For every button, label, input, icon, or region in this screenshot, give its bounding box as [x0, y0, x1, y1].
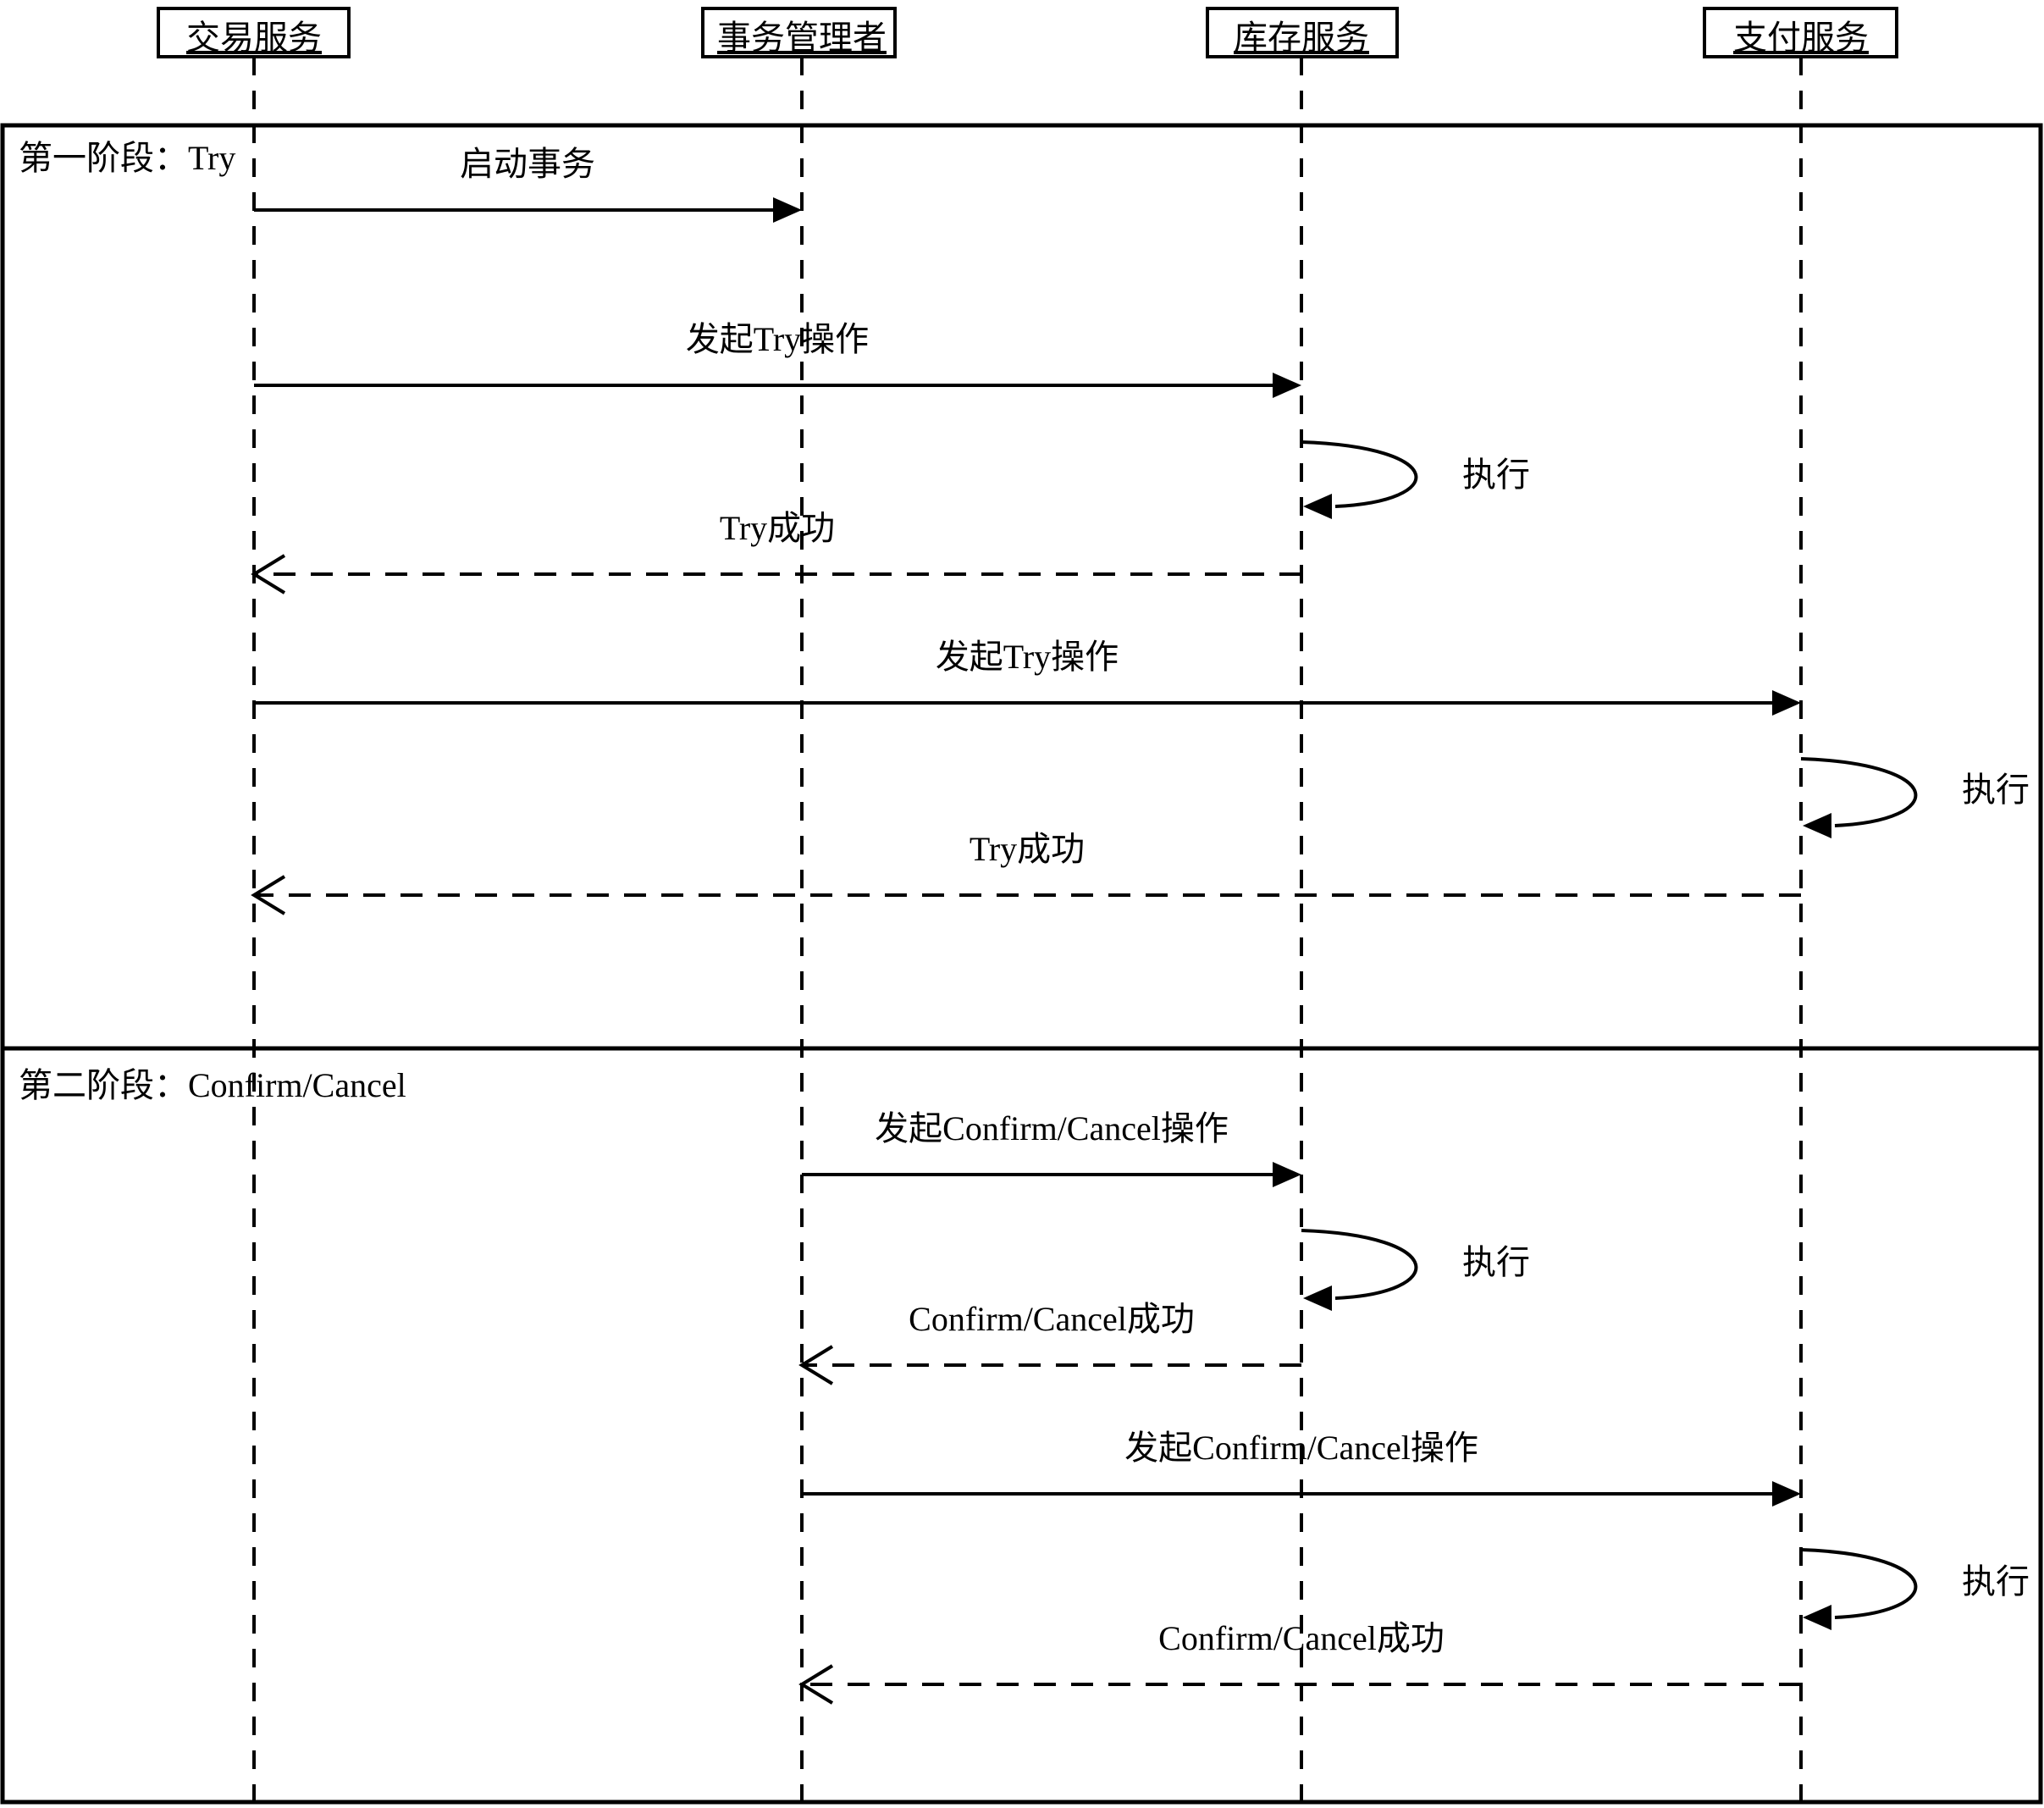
participant-boxes-layer: 交易服务 事务管理者 库存服务 支付服务 — [157, 7, 1898, 58]
participant-box[interactable] — [1703, 7, 1898, 58]
message-label: 发起Confirm/Cancel操作 — [875, 1109, 1229, 1147]
message-1-call[interactable] — [254, 197, 802, 223]
message-9-self[interactable] — [1301, 1229, 1418, 1311]
diagram-frame — [0, 123, 2043, 1805]
message-label: Try成功 — [720, 509, 835, 547]
message-label: 发起Try操作 — [686, 320, 869, 358]
message-label: 发起Try操作 — [936, 638, 1119, 676]
arrowhead-filled — [1772, 1481, 1801, 1507]
message-label: 启动事务 — [460, 145, 595, 183]
participant-3[interactable]: 库存服务 — [1206, 7, 1399, 58]
arrowhead-open — [251, 875, 286, 915]
message-label: Confirm/Cancel成功 — [1158, 1619, 1445, 1657]
message-3-self[interactable] — [1301, 440, 1418, 519]
message-label: 执行 — [1962, 1562, 2030, 1601]
message-10-return[interactable] — [798, 1345, 1301, 1385]
arrowhead-filled — [1803, 1605, 1831, 1630]
message-7-return[interactable] — [251, 875, 1801, 915]
message-2-call[interactable] — [254, 373, 1301, 398]
message-12-self[interactable] — [1800, 1548, 1918, 1630]
self-call-curve — [1800, 1548, 1918, 1619]
messages-layer — [251, 197, 1918, 1705]
participant-4[interactable]: 支付服务 — [1703, 7, 1898, 58]
lifelines-layer — [252, 57, 1803, 1802]
arrowhead-filled — [1273, 373, 1301, 398]
participant-1[interactable]: 交易服务 — [157, 7, 351, 58]
self-call-curve — [1301, 1229, 1418, 1300]
phase-label-2: 第二阶段：Confirm/Cancel — [19, 1066, 406, 1104]
participant-box[interactable] — [701, 7, 897, 58]
self-call-curve — [1301, 440, 1418, 508]
labels-layer: 第一阶段：Try第二阶段：Confirm/Cancel启动事务发起Try操作执行… — [19, 139, 2030, 1657]
phase-frame-layer — [0, 123, 2043, 1805]
message-label: 发起Confirm/Cancel操作 — [1124, 1429, 1478, 1467]
participant-box[interactable] — [157, 7, 351, 58]
message-label: 执行 — [1462, 456, 1530, 494]
message-label: 执行 — [1462, 1243, 1530, 1281]
arrowhead-filled — [1772, 690, 1801, 716]
message-11-call[interactable] — [802, 1481, 1801, 1507]
message-label: Try成功 — [970, 830, 1085, 868]
participant-label: 事务管理者 — [717, 19, 887, 57]
arrowhead-open — [798, 1664, 834, 1705]
message-6-self[interactable] — [1800, 757, 1918, 838]
self-call-curve — [1800, 757, 1918, 827]
message-8-call[interactable] — [802, 1162, 1301, 1187]
arrowhead-open — [798, 1345, 834, 1385]
phase-label-1: 第一阶段：Try — [19, 139, 235, 177]
participant-label: 交易服务 — [186, 19, 322, 57]
arrowhead-filled — [1803, 813, 1831, 838]
arrowhead-filled — [1303, 1286, 1332, 1311]
message-label: Confirm/Cancel成功 — [909, 1300, 1195, 1338]
participant-2[interactable]: 事务管理者 — [701, 7, 897, 58]
participant-label: 支付服务 — [1733, 19, 1869, 57]
arrowhead-filled — [1273, 1162, 1301, 1187]
participant-box[interactable] — [1206, 7, 1399, 58]
participant-label: 库存服务 — [1234, 19, 1369, 57]
arrowhead-filled — [1303, 494, 1332, 519]
message-5-call[interactable] — [254, 690, 1801, 716]
message-label: 执行 — [1962, 771, 2030, 809]
message-4-return[interactable] — [251, 554, 1301, 594]
arrowhead-filled — [773, 197, 802, 223]
arrowhead-open — [251, 554, 286, 594]
message-13-return[interactable] — [798, 1664, 1801, 1705]
